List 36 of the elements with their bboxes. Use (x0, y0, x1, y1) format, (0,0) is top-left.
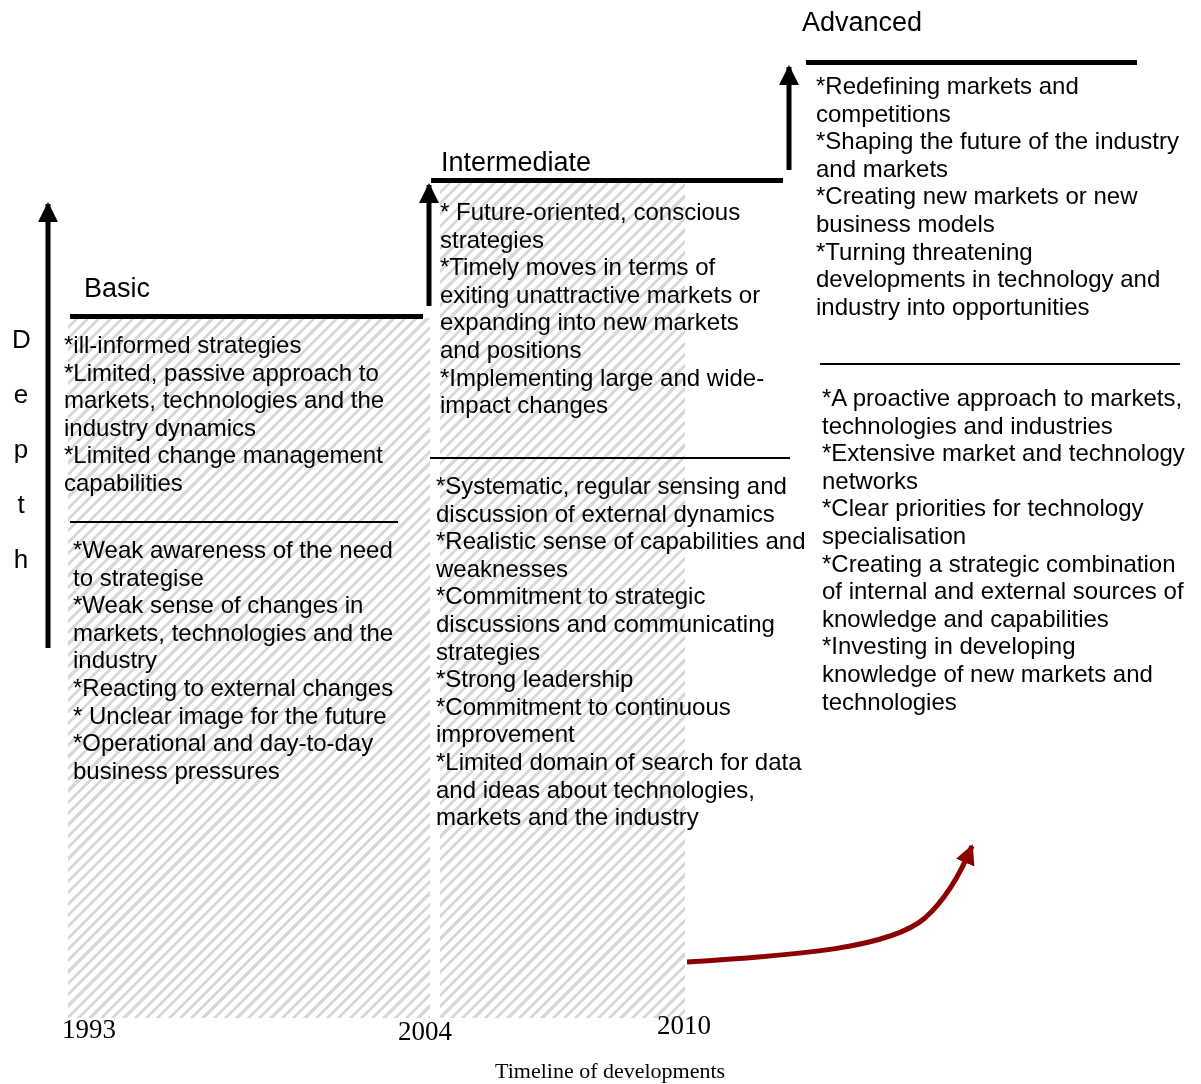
bullet-text: *Timely moves in terms of exiting unattractive markets or expanding into new markets and positions (440, 253, 762, 364)
year-label: 1993 (62, 1014, 116, 1045)
bullet-text: * Unclear image for the future (73, 701, 388, 730)
bullet-text: *Commitment to strategic discussions and communicating strategies (436, 582, 776, 666)
bullet-text: *Extensive market and technology networks (822, 439, 1186, 495)
bullet-text: *ill-informed strategies (64, 331, 303, 359)
bullet-text: *Limited change management capabilities (64, 441, 384, 497)
bullet-text: *Realistic sense of capabilities and weaknesses (436, 527, 807, 583)
bullet-text: *Strong leadership (436, 665, 635, 693)
bullet-text: *Reacting to external changes (73, 673, 395, 702)
bullet-text: *Weak awareness of the need to strategise (73, 536, 394, 592)
year-label: 2010 (657, 1010, 711, 1041)
bullet-text: *A proactive approach to markets, technologies and industries (822, 384, 1184, 440)
stage-heading: Intermediate (441, 148, 592, 178)
bullet-text: *Creating a strategic combination of internal and external sources of knowledge and capabilities (822, 549, 1185, 633)
bullet-text: *Shaping the future of the industry and markets (816, 127, 1180, 183)
bullet-text: *Redefining markets and competitions (816, 72, 1080, 128)
bullet-text: *Commitment to continuous improvement (436, 692, 732, 748)
bullet-text: * Future-oriented, conscious strategies (440, 198, 742, 254)
bullet-text: *Systematic, regular sensing and discussion of external dynamics (436, 472, 788, 528)
bullet-text: *Turning threatening developments in technology and industry into opportunities (816, 237, 1162, 321)
bullet-text: *Implementing large and wide-impact changes (440, 363, 766, 419)
arrow (419, 183, 439, 306)
bullet-text: *Creating new markets or new business models (816, 182, 1139, 238)
bullet-text: *Limited, passive approach to markets, technologies and the industry dynamics (64, 358, 386, 442)
axis-label: Timeline of developments (495, 1058, 726, 1084)
stage-heading: Advanced (802, 8, 923, 38)
bullet-text: *Operational and day-to-day business pressures (73, 729, 375, 785)
stage-heading: Basic (84, 274, 151, 304)
arrow (779, 65, 799, 170)
year-label: 2004 (398, 1016, 452, 1047)
bullet-text: *Clear priorities for technology specialisation (822, 494, 1145, 550)
bullet-text: *Investing in developing knowledge of new markets and technologies (822, 632, 1154, 716)
bullet-text: *Weak sense of changes in markets, technologies and the industry (73, 591, 395, 674)
axis-label: Depth (12, 323, 30, 576)
bullet-text: *Limited domain of search for data and ideas about technologies, markets and the industry (436, 747, 803, 831)
